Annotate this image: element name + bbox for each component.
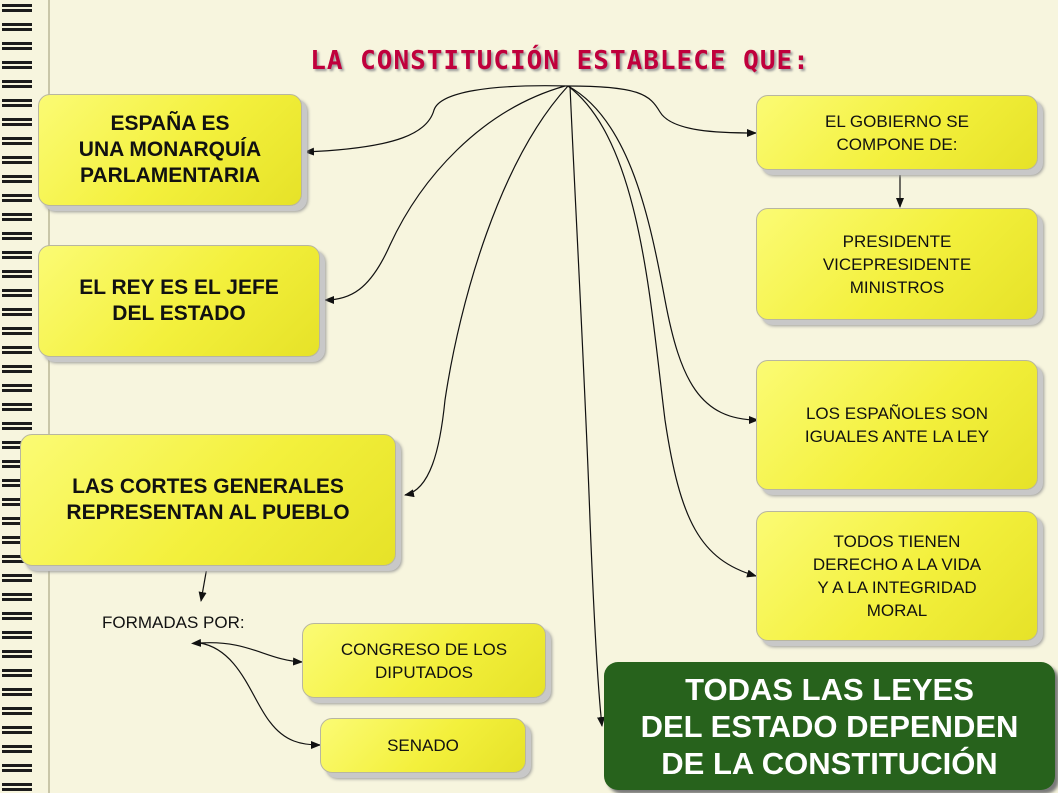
box-monarquia-text: ESPAÑA ES UNA MONARQUÍA PARLAMENTARIA	[78, 112, 262, 187]
box-espanoles: LOS ESPAÑOLES SON IGUALES ANTE LA LEY	[756, 360, 1038, 490]
notebook-margin-line	[48, 0, 50, 793]
box-congreso-text: CONGRESO DE LOS DIPUTADOS	[340, 639, 508, 682]
box-presidente-text: PRESIDENTE VICEPRESIDENTE MINISTROS	[822, 231, 972, 297]
box-cortes: LAS CORTES GENERALES REPRESENTAN AL PUEB…	[20, 434, 396, 566]
box-rey: EL REY ES EL JEFE DEL ESTADO	[38, 245, 320, 357]
box-derecho: TODOS TIENEN DERECHO A LA VIDA Y A LA IN…	[756, 511, 1038, 641]
connector-rey	[324, 85, 566, 304]
box-gobierno-text: EL GOBIERNO SE COMPONE DE:	[825, 111, 969, 154]
box-senado-text: SENADO	[387, 736, 459, 755]
box-congreso: CONGRESO DE LOS DIPUTADOS	[302, 623, 546, 698]
connector-gobierno	[567, 85, 757, 137]
connector-formadas-senado	[199, 642, 321, 749]
box-gobierno: EL GOBIERNO SE COMPONE DE:	[756, 95, 1038, 170]
notebook-spiral-binding	[0, 0, 44, 793]
connector-monarquia	[304, 85, 569, 156]
connector-derecho	[567, 85, 757, 578]
box-leyes-text: TODAS LAS LEYES DEL ESTADO DEPENDEN DE L…	[640, 671, 1019, 781]
box-leyes: TODAS LAS LEYES DEL ESTADO DEPENDEN DE L…	[604, 662, 1055, 790]
connector-espanoles	[567, 85, 759, 424]
connector-formadas-congreso	[191, 638, 303, 666]
box-presidente: PRESIDENTE VICEPRESIDENTE MINISTROS	[756, 208, 1038, 320]
connector-cortes-formadas	[198, 558, 211, 602]
box-cortes-text: LAS CORTES GENERALES REPRESENTAN AL PUEB…	[66, 475, 350, 524]
connector-leyes	[569, 85, 605, 727]
box-derecho-text: TODOS TIENEN DERECHO A LA VIDA Y A LA IN…	[812, 532, 982, 620]
connector-cortes	[404, 85, 569, 498]
box-rey-text: EL REY ES EL JEFE DEL ESTADO	[79, 276, 279, 325]
formadas-label: FORMADAS POR:	[102, 613, 245, 632]
box-monarquia: ESPAÑA ES UNA MONARQUÍA PARLAMENTARIA	[38, 94, 302, 206]
box-espanoles-text: LOS ESPAÑOLES SON IGUALES ANTE LA LEY	[804, 404, 990, 446]
box-senado: SENADO	[320, 718, 526, 773]
page-title: LA CONSTITUCIÓN ESTABLECE QUE:	[310, 46, 810, 76]
